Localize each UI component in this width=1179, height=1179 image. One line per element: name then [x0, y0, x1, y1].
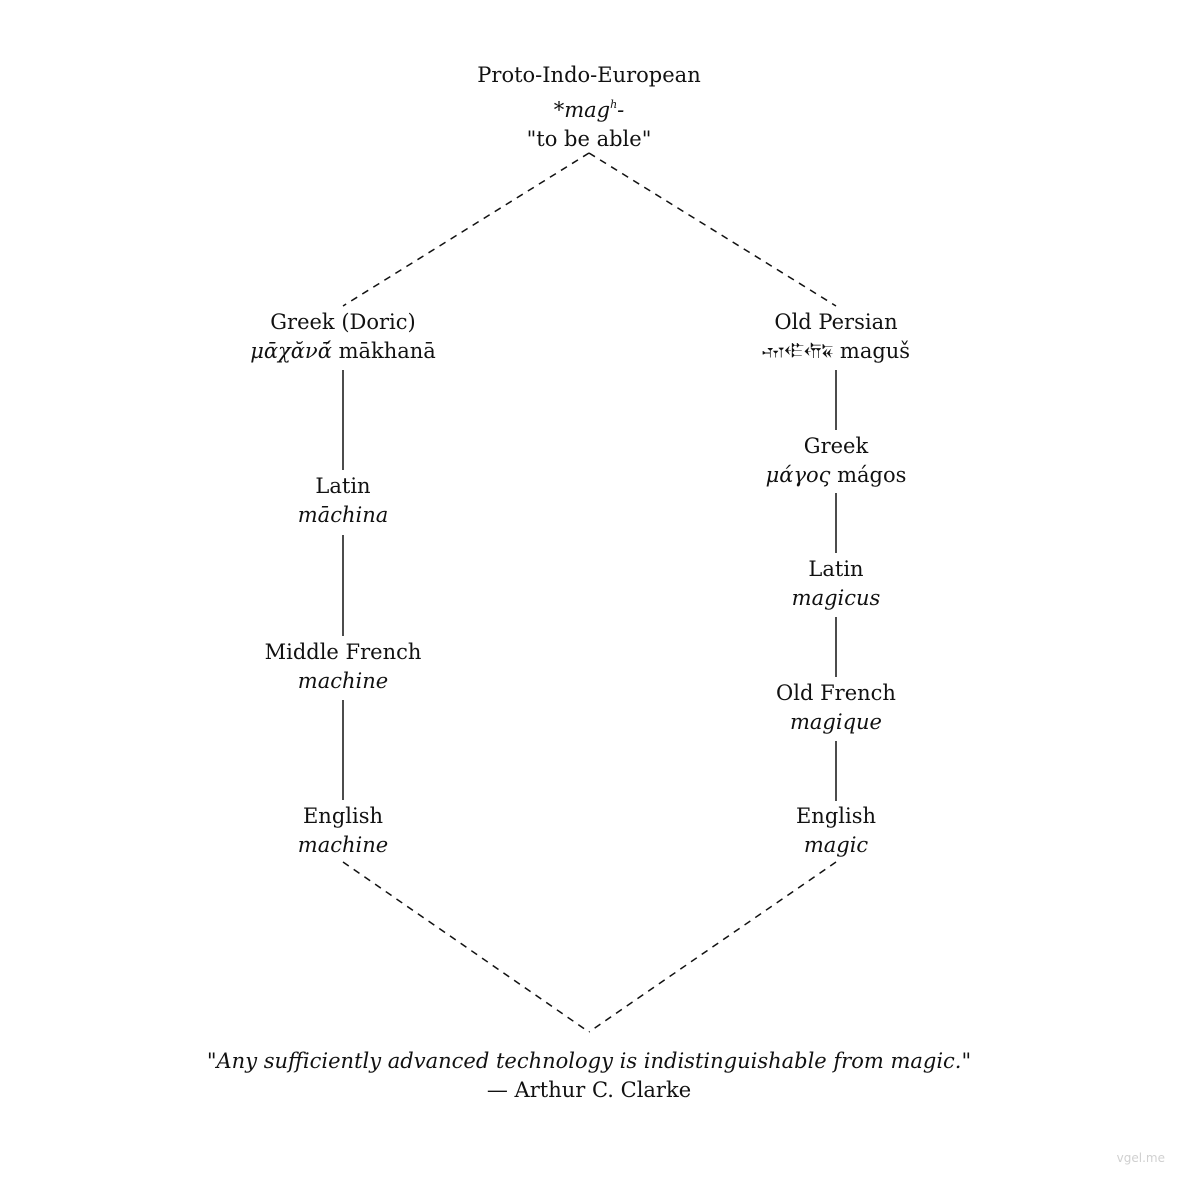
- left-node-greek-doric: Greek (Doric) μᾱχᾰνᾱ́ mākhanā: [250, 308, 436, 366]
- root-language: Proto-Indo-European: [477, 63, 701, 87]
- watermark: vgel.me: [1116, 1151, 1165, 1165]
- left-node-english: English machine: [298, 802, 388, 860]
- right-node-form: 𐎶𐎦𐎢𐏁 maguš: [762, 337, 910, 367]
- greek-native-form: μάγος: [765, 463, 831, 487]
- transliteration: mākhanā: [338, 339, 436, 363]
- right-node-old-french: Old French magique: [776, 679, 896, 737]
- dashed-connector-right-bottom: [588, 861, 837, 1033]
- right-node-language: Latin: [808, 557, 864, 581]
- transliteration: mágos: [837, 463, 907, 487]
- right-node-form: magic: [803, 833, 869, 857]
- right-node-form: μάγος mágos: [766, 461, 907, 490]
- right-node-language: Old Persian: [774, 310, 898, 334]
- cuneiform-form: 𐎶𐎦𐎢𐏁: [761, 341, 834, 363]
- right-node-form: magicus: [791, 586, 881, 610]
- root-gloss: "to be able": [526, 127, 652, 151]
- right-node-old-persian: Old Persian 𐎶𐎦𐎢𐏁 maguš: [762, 308, 910, 367]
- left-node-latin: Latin māchina: [298, 472, 388, 530]
- left-node-language: Greek (Doric): [270, 310, 416, 334]
- quote-block: "Any sufficiently advanced technology is…: [207, 1047, 971, 1105]
- quote-attribution: — Arthur C. Clarke: [486, 1078, 692, 1102]
- left-node-form: machine: [297, 669, 389, 693]
- left-node-form: μᾱχᾰνᾱ́ mākhanā: [250, 337, 436, 366]
- root-form-prefix: *mag: [553, 98, 611, 122]
- right-node-form: magique: [790, 710, 882, 734]
- right-node-greek: Greek μάγος mágos: [766, 432, 907, 490]
- right-node-language: Greek: [803, 434, 869, 458]
- root-form: *magh-: [477, 90, 700, 125]
- left-node-language: Middle French: [264, 640, 422, 664]
- dashed-connector-root-left: [342, 152, 590, 307]
- root-form-superscript: h: [610, 98, 618, 111]
- greek-native-form: μᾱχᾰνᾱ́: [250, 339, 332, 363]
- root-node: Proto-Indo-European *magh- "to be able": [477, 61, 700, 154]
- root-form-suffix: -: [617, 98, 625, 122]
- left-node-form: māchina: [297, 503, 389, 527]
- left-node-language: Latin: [315, 474, 371, 498]
- dashed-connector-root-right: [588, 152, 837, 307]
- right-node-english: English magic: [796, 802, 876, 860]
- quote-text: "Any sufficiently advanced technology is…: [206, 1049, 972, 1073]
- right-node-language: English: [795, 804, 877, 828]
- left-node-language: English: [302, 804, 384, 828]
- dashed-connector-left-bottom: [342, 861, 590, 1033]
- left-node-middle-french: Middle French machine: [265, 638, 422, 696]
- left-node-form: machine: [297, 833, 389, 857]
- right-node-language: Old French: [776, 681, 896, 705]
- right-node-latin: Latin magicus: [792, 555, 881, 613]
- transliteration: maguš: [839, 339, 911, 363]
